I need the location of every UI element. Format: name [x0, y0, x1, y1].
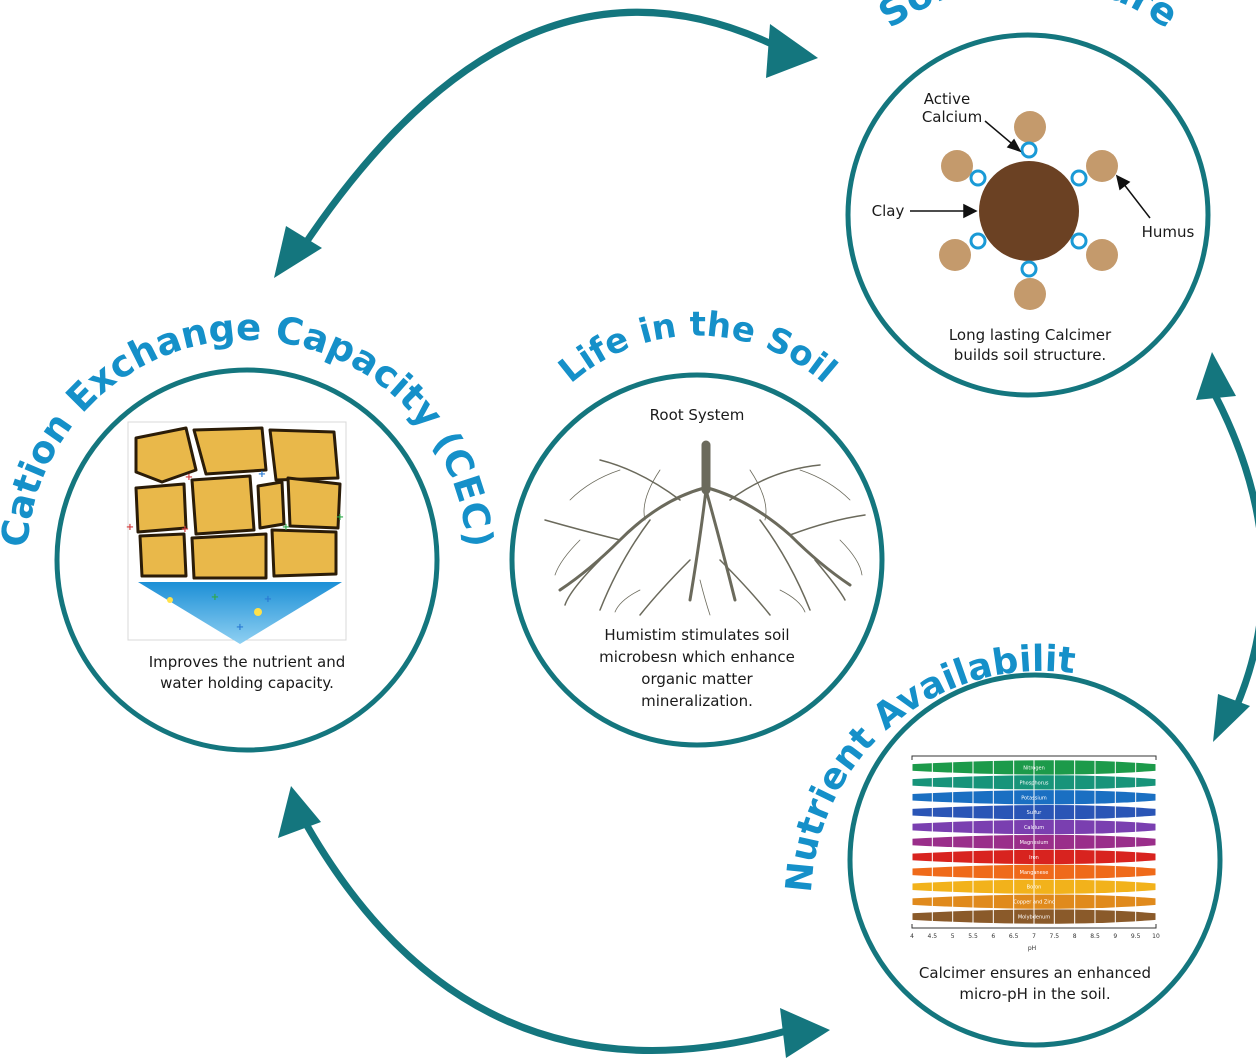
nutrient-axis-tick: 8	[1073, 933, 1077, 940]
cec-caption-line1: Improves the nutrient and	[149, 653, 345, 671]
arrowhead-right-top	[1196, 352, 1236, 400]
life-caption-line3: organic matter	[641, 670, 753, 688]
clay-humus-illustration: Active Calcium Clay Humus	[872, 90, 1195, 310]
svg-text:+: +	[181, 524, 189, 535]
arrowhead-bottom-right	[780, 1008, 830, 1058]
nutrient-axis-tick: 9.5	[1131, 933, 1141, 940]
svg-text:+: +	[185, 472, 193, 483]
humus-label: Humus	[1142, 223, 1195, 241]
nutrient-axis-tick: 6.5	[1009, 933, 1019, 940]
arrowhead-top-right	[766, 24, 818, 78]
soil-aggregates	[134, 426, 342, 580]
nutrient-caption-line1: Calcimer ensures an enhanced	[919, 964, 1151, 982]
arrowhead-right-bottom	[1213, 694, 1250, 742]
svg-text:+: +	[282, 522, 290, 533]
arrowheads	[274, 24, 1250, 1058]
cec-section: Cation Exchange Capacity (CEC) + + +	[0, 306, 501, 753]
soil-structure-caption-line2: builds soil structure.	[954, 346, 1106, 364]
humus-particle	[1086, 150, 1118, 182]
svg-text:+: +	[236, 622, 244, 633]
nutrient-axis-tick: 9	[1113, 933, 1117, 940]
label-pointers	[910, 120, 1151, 219]
cation-symbols: + + + + + + + + +	[126, 469, 344, 633]
active-calcium-label-line1: Active	[924, 90, 970, 108]
nutrient-axis-tick: 7.5	[1050, 933, 1060, 940]
root-system-label: Root System	[650, 406, 745, 424]
soil-structure-title: Soil Structure	[871, 0, 1187, 37]
arrowhead-bottom-left	[278, 786, 321, 838]
humus-particle	[1086, 239, 1118, 271]
humus-particle	[939, 239, 971, 271]
nutrient-axis-tick: 8.5	[1090, 933, 1100, 940]
soil-structure-section: Soil Structure	[845, 0, 1211, 398]
arrowhead-top-left	[274, 226, 322, 278]
nutrient-axis-tick: 4	[910, 933, 914, 940]
nutrient-ph-chart: NitrogenPhosphorusPotassiumSulfurCalcium…	[910, 755, 1160, 952]
humus-particle	[1014, 278, 1046, 310]
svg-text:+: +	[264, 594, 272, 605]
arrow-arc-bottom	[297, 811, 794, 1055]
life-caption-line2: microbesn which enhance	[599, 648, 795, 666]
cec-illustration: + + + + + + + + +	[126, 421, 347, 644]
nutrient-dots	[167, 597, 262, 616]
arrow-arc-right	[1211, 391, 1256, 714]
humus-particle	[1014, 111, 1046, 143]
soil-structure-caption-line1: Long lasting Calcimer	[949, 326, 1112, 344]
nutrient-axis-tick: 10	[1152, 933, 1160, 940]
nutrient-axis-tick: 5.5	[968, 933, 978, 940]
nutrient-axis-tick: 5	[951, 933, 955, 940]
cec-caption-line2: water holding capacity.	[160, 674, 334, 692]
arrow-arc-top	[297, 8, 784, 254]
svg-text:+: +	[336, 512, 344, 523]
nutrient-axis-tick: 7	[1032, 933, 1036, 940]
svg-text:+: +	[211, 592, 219, 603]
root-system-illustration	[544, 440, 866, 616]
svg-text:+: +	[258, 469, 266, 480]
life-section: Life in the Soil Root System	[509, 305, 885, 748]
nutrient-caption-line2: micro-pH in the soil.	[959, 985, 1110, 1003]
nutrient-chart-axis-label: pH	[1028, 945, 1036, 952]
active-calcium-ions	[969, 141, 1088, 278]
active-calcium-label-line2: Calcium	[922, 108, 982, 126]
life-caption-line4: mineralization.	[641, 692, 753, 710]
clay-label: Clay	[872, 202, 905, 220]
clay-particle	[979, 161, 1079, 261]
svg-text:+: +	[126, 522, 134, 533]
cycle-arrows	[297, 8, 1256, 1055]
life-caption-line1: Humistim stimulates soil	[604, 626, 789, 644]
water-drainage-arrow	[138, 582, 342, 644]
nutrient-axis-tick: 4.5	[928, 933, 938, 940]
nutrient-axis-tick: 6	[991, 933, 995, 940]
humus-particle	[941, 150, 973, 182]
